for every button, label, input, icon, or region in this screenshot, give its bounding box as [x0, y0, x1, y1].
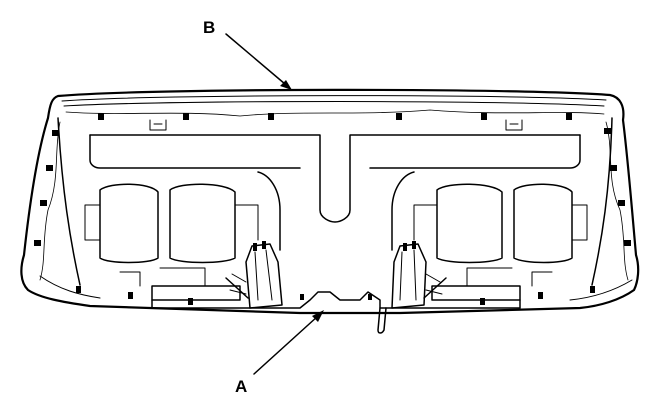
callout-label-a: A	[235, 377, 248, 396]
leader-line-a	[253, 310, 324, 375]
fastener-clips	[34, 113, 631, 305]
right-buckle-assembly	[377, 241, 447, 334]
perimeter-seam	[39, 109, 629, 281]
seatback-cover-outline	[20, 88, 640, 315]
seat-frame-panel	[57, 117, 613, 286]
callout-label-b: B	[203, 18, 216, 37]
left-buckle-assembly	[225, 241, 283, 309]
lower-bracket-bar	[119, 267, 553, 309]
leader-line-b	[225, 33, 292, 90]
